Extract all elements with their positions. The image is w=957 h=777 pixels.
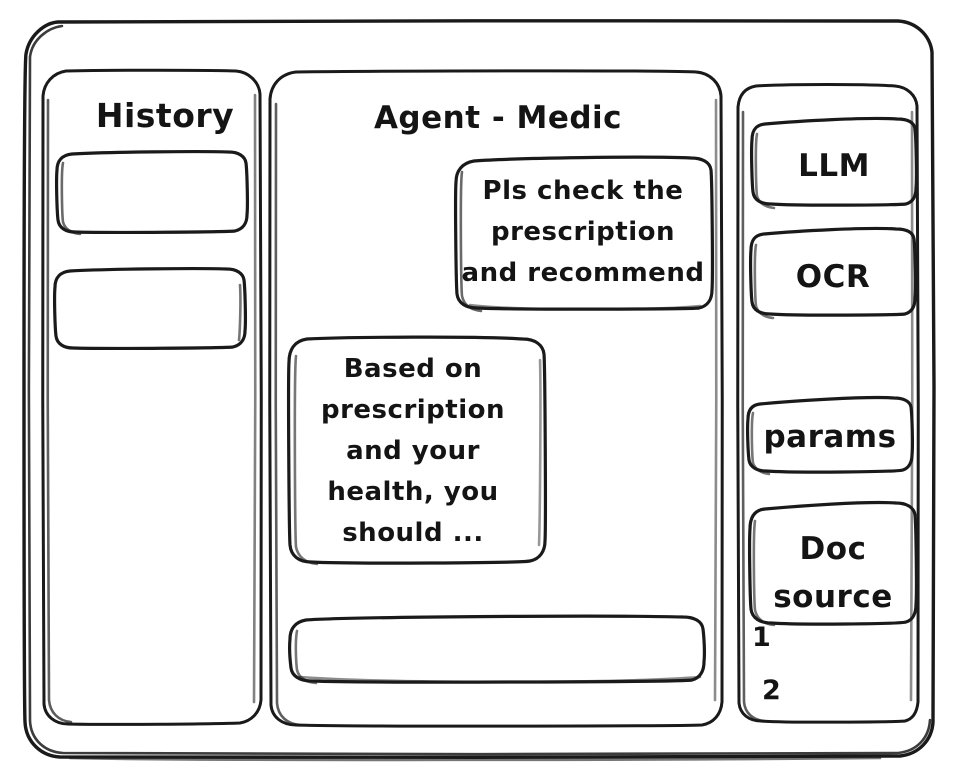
user-message-line-1: Pls check the bbox=[483, 176, 684, 206]
doc-source-line-2: source bbox=[773, 579, 893, 615]
agent-message-line-2: prescription bbox=[321, 395, 505, 425]
user-message-bubble[interactable]: Pls check the prescription and recommend bbox=[453, 155, 715, 313]
doc-source-box[interactable]: Doc source bbox=[747, 500, 919, 627]
history-item-1[interactable] bbox=[54, 150, 250, 236]
app-window-frame bbox=[22, 18, 936, 762]
doc-source-ref-1[interactable]: 1 bbox=[752, 622, 771, 653]
history-item-2[interactable] bbox=[52, 267, 248, 351]
tool-button-ocr[interactable]: OCR bbox=[748, 226, 918, 320]
tool-button-ocr-label: OCR bbox=[796, 259, 870, 295]
agent-message-bubble[interactable]: Based on prescription and your health, y… bbox=[286, 335, 548, 566]
message-input[interactable] bbox=[287, 614, 707, 685]
history-panel-title: History bbox=[96, 96, 234, 135]
doc-source-ref-2[interactable]: 2 bbox=[762, 675, 781, 706]
agent-panel bbox=[268, 69, 724, 728]
tool-button-params-label: params bbox=[763, 419, 896, 455]
tool-button-llm-label: LLM bbox=[798, 148, 870, 184]
agent-message-line-5: should ... bbox=[342, 518, 484, 548]
agent-panel-title: Agent - Medic bbox=[374, 100, 622, 136]
user-message-line-2: prescription bbox=[491, 217, 675, 247]
history-panel bbox=[41, 68, 263, 726]
agent-message-line-1: Based on bbox=[344, 354, 483, 384]
tool-button-llm[interactable]: LLM bbox=[749, 116, 919, 210]
doc-source-line-1: Doc bbox=[800, 531, 867, 567]
user-message-line-3: and recommend bbox=[462, 258, 705, 288]
agent-message-line-4: health, you bbox=[327, 477, 498, 507]
agent-message-line-3: and your bbox=[346, 436, 480, 466]
tool-button-params[interactable]: params bbox=[745, 395, 915, 476]
